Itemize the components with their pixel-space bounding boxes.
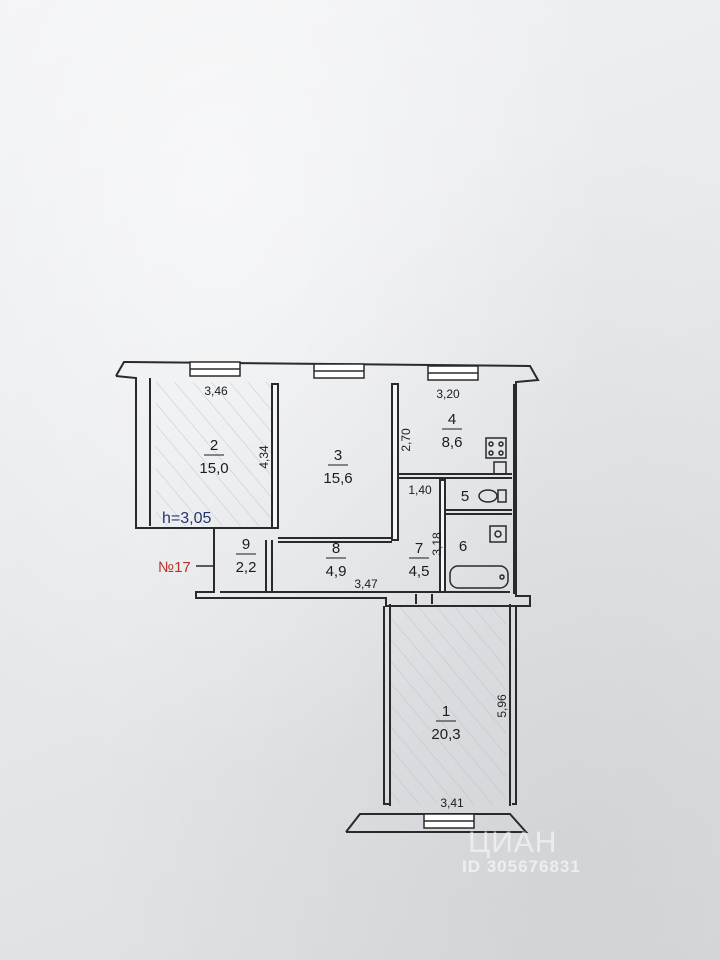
apartment-number: №17 xyxy=(158,559,191,576)
room-9-area: 2,2 xyxy=(236,559,257,576)
dim-room1-width: 3,41 xyxy=(440,796,464,810)
room-2-hatch xyxy=(156,382,272,526)
room-7-number: 7 xyxy=(415,540,423,557)
dim-corridor-width: 3,47 xyxy=(354,577,378,591)
dim-room4-length: 2,70 xyxy=(399,428,413,452)
room-1-hatch xyxy=(390,606,506,804)
room-6-number: 6 xyxy=(459,538,467,555)
room-3-area: 15,6 xyxy=(323,470,352,487)
outer-walls xyxy=(115,360,540,833)
room-8-number: 8 xyxy=(332,540,340,557)
room-1-area: 20,3 xyxy=(431,726,460,743)
room-2-number: 2 xyxy=(210,437,218,454)
dim-room4-width: 3,20 xyxy=(436,387,460,401)
dim-room1-length: 5,96 xyxy=(495,694,509,718)
room-3-number: 3 xyxy=(334,447,342,464)
room-1-number: 1 xyxy=(442,703,450,720)
watermark-id: ID 305676831 xyxy=(462,857,581,876)
ceiling-height: h=3,05 xyxy=(162,510,211,527)
dim-room7-length: 3,18 xyxy=(430,532,444,556)
room-4-number: 4 xyxy=(448,411,456,428)
room-7-area: 4,5 xyxy=(409,563,430,580)
watermark-brand: ЦИАН xyxy=(468,826,557,859)
room-labels: 2 15,0 3 15,6 4 8,6 5 6 7 4,5 8 4,9 9 2,… xyxy=(199,411,469,743)
dim-room2-width: 3,46 xyxy=(204,384,228,398)
inner-walls xyxy=(152,383,512,604)
dim-room2-length: 4,34 xyxy=(257,445,271,469)
room-4-area: 8,6 xyxy=(442,434,463,451)
fixtures xyxy=(449,437,509,589)
room-9-number: 9 xyxy=(242,536,250,553)
room-2-area: 15,0 xyxy=(199,460,228,477)
room-5-number: 5 xyxy=(461,488,469,505)
room-8-area: 4,9 xyxy=(326,563,347,580)
windows xyxy=(189,361,479,829)
dim-bathroom-width: 1,40 xyxy=(408,483,432,497)
dimension-labels: 3,46 4,34 3,20 2,70 1,40 3,18 3,47 5,96 … xyxy=(204,384,509,810)
